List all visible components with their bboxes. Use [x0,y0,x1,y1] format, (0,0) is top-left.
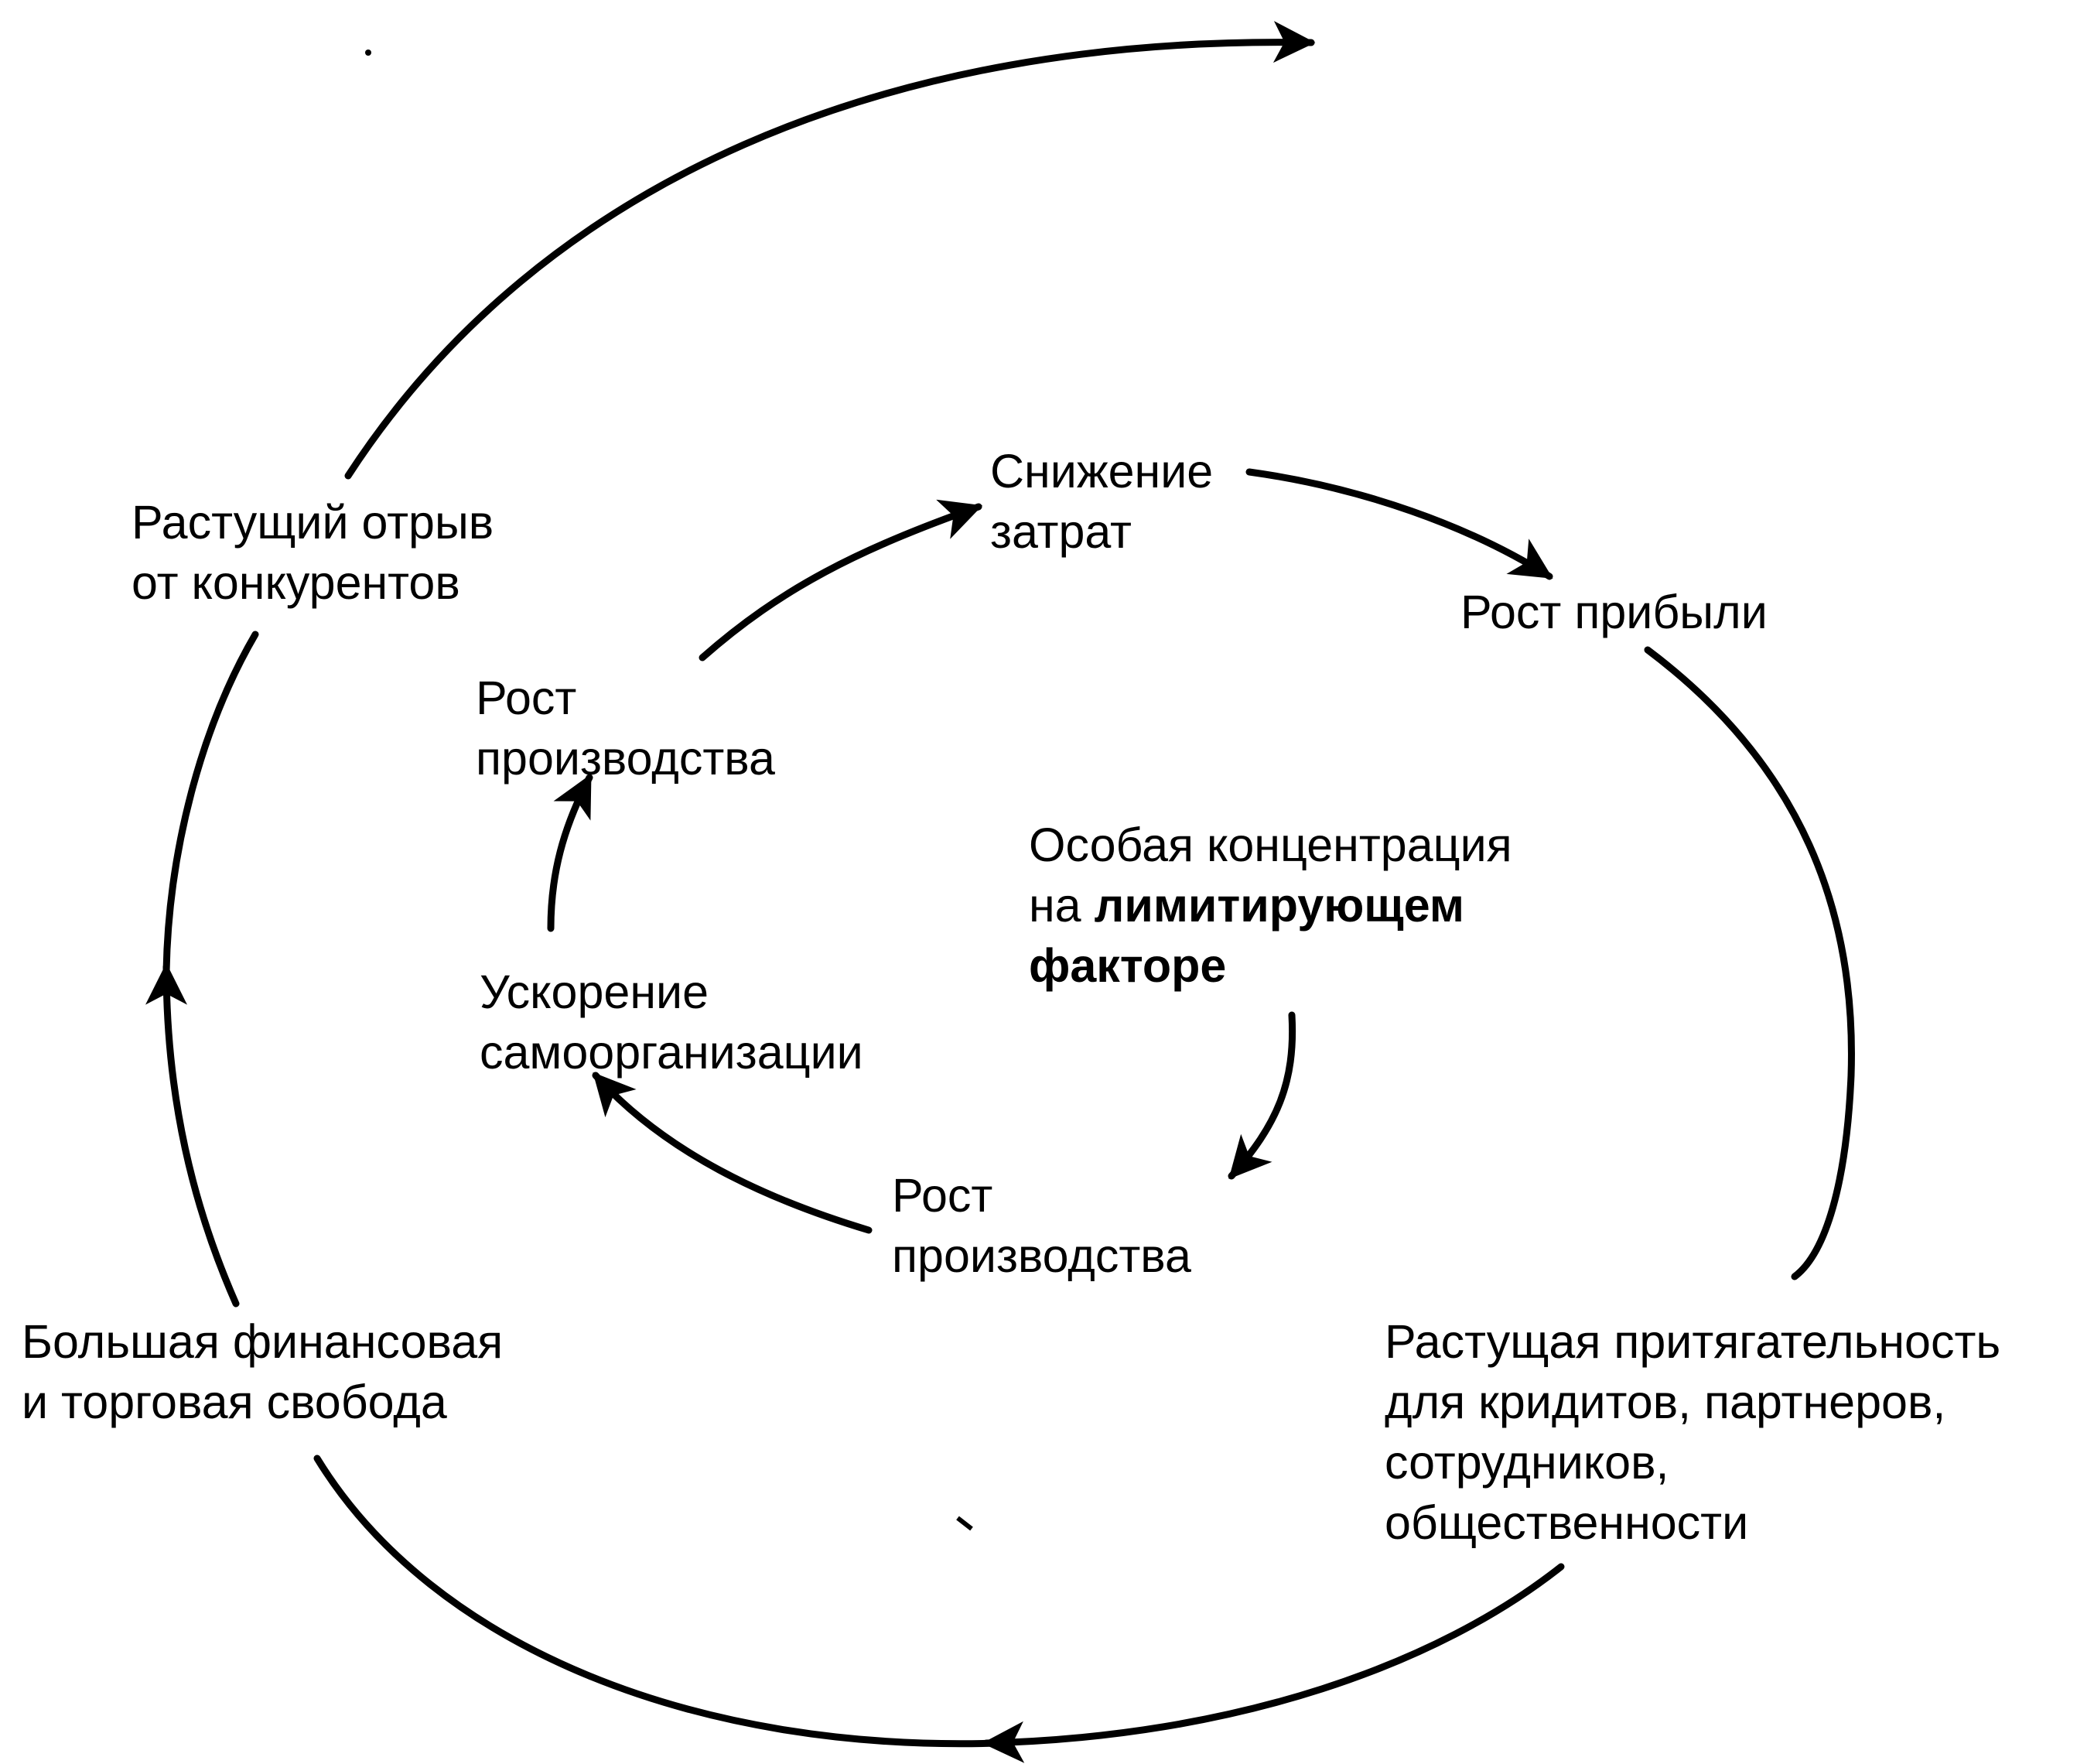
node-text: Растущая притягательность [1385,1315,2001,1368]
edge-focus-to-production-growth [1228,1011,1296,1180]
node-text: Ускорение [480,966,709,1018]
edge-profit-growth-to-attractiveness [1644,646,1855,1280]
node-text-emphasis: лимитирующем [1094,879,1465,932]
edge-production-growth-to-self-organization [592,1072,873,1234]
node-growing-gap: Растущий отрыв от конкурентов [132,492,494,613]
node-text: затрат [990,505,1132,558]
node-text: производства [476,732,775,785]
node-profit-growth: Рост прибыли [1460,582,1768,642]
node-text: производства [892,1229,1191,1282]
node-text: Рост [892,1169,993,1222]
edge-growing-gap-outward [344,21,1316,480]
node-text: общественности [1385,1496,1749,1549]
scan-mark [956,1516,973,1531]
node-text: Растущий отрыв [132,496,494,549]
node-text: Рост [476,672,577,724]
node-text: Особая концентрация [1029,819,1512,871]
node-text: Снижение [990,445,1214,497]
node-text-emphasis: факторе [1029,939,1227,992]
edge-growing-gap-lower-segment [162,631,259,975]
node-production-growth-lower: Рост производства [892,1165,1191,1286]
node-self-organization-acceleration: Ускорение самоорганизации [480,962,863,1082]
edge-financial-freedom-arc [313,1455,1002,1748]
node-text: сотрудников, [1385,1436,1669,1489]
node-text: Большая финансовая [22,1315,504,1368]
node-text: на лимитирующем [1029,875,1512,935]
edge-attractiveness-to-financial-freedom [982,1563,1565,1763]
node-text: самоорганизации [480,1026,863,1079]
edge-cost-reduction-to-profit-growth [1245,468,1553,580]
edge-production-to-cost-reduction [699,499,983,662]
node-attractiveness: Растущая притягательность для кридитов, … [1385,1311,2000,1553]
node-text: и торговая свобода [22,1376,447,1428]
node-production-growth-upper: Рост производства [476,668,775,788]
node-financial-freedom: Большая финансовая и торговая свобода [22,1311,503,1432]
node-text: Рост прибыли [1460,586,1768,638]
edge-self-organization-to-production-growth [547,774,593,932]
node-cost-reduction: Снижение затрат [990,441,1213,562]
scan-speck [365,50,371,56]
node-focus-limiting-factor: Особая концентрация на лимитирующем факт… [1029,815,1512,996]
node-text: для кридитов, партнеров, [1385,1376,1946,1428]
node-text-prefix: на [1029,879,1095,932]
edge-financial-freedom-to-growing-gap [145,962,240,1308]
node-text: от конкурентов [132,556,460,609]
